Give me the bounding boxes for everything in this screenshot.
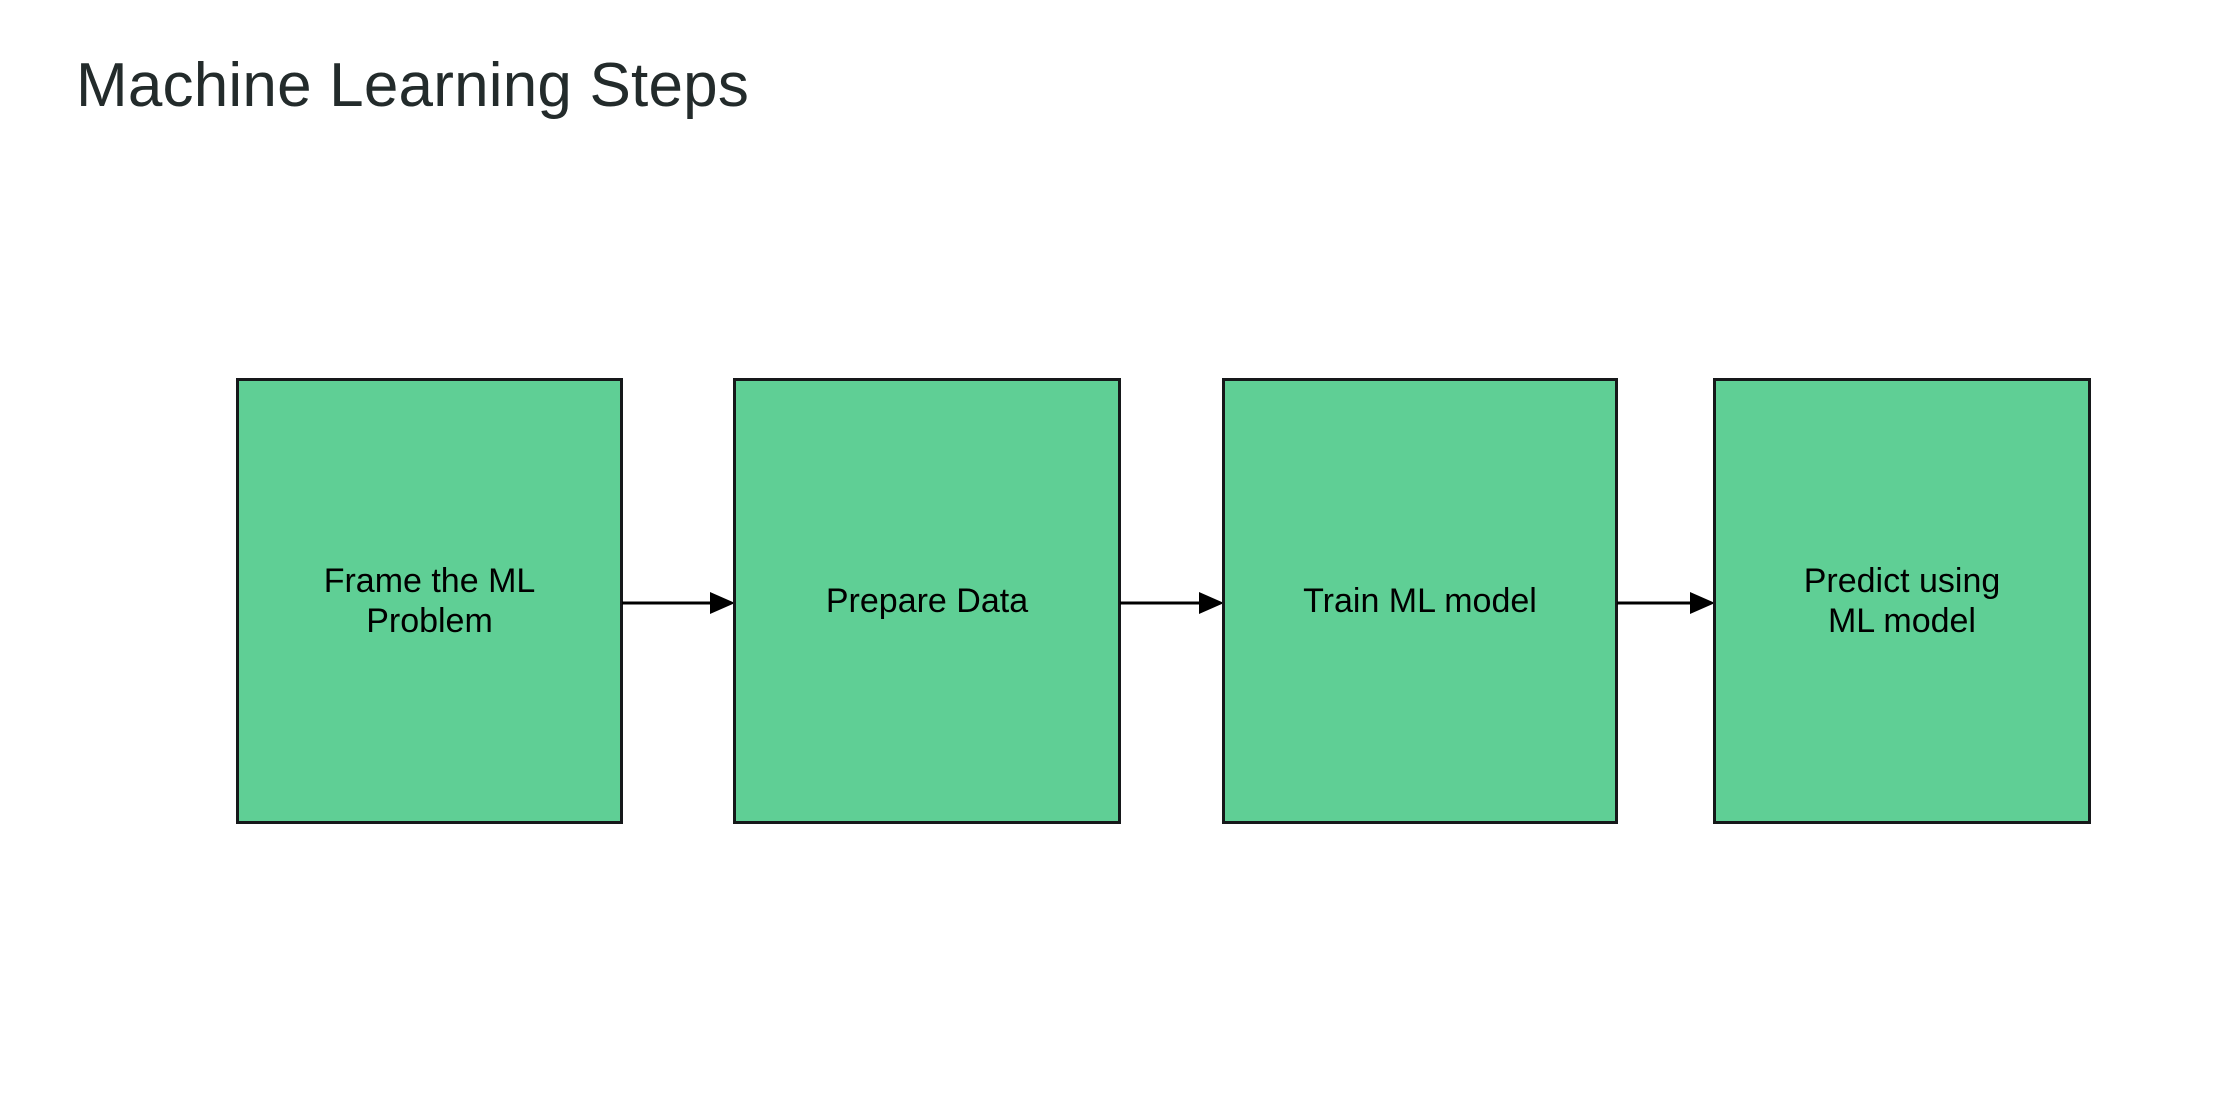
flow-node-label: Prepare Data: [825, 581, 1029, 620]
flow-node-step-1[interactable]: Frame the ML Problem: [236, 378, 623, 824]
arrow-right-icon: [1617, 592, 1715, 614]
flow-connector-1: [622, 586, 735, 620]
flow-connector-3: [1617, 586, 1715, 620]
flow-node-step-2[interactable]: Prepare Data: [733, 378, 1121, 824]
flow-connector-2: [1120, 586, 1224, 620]
flow-node-step-4[interactable]: Predict using ML model: [1713, 378, 2091, 824]
flow-node-step-3[interactable]: Train ML model: [1222, 378, 1618, 824]
flow-node-label: Predict using ML model: [1803, 561, 2001, 640]
arrow-right-icon: [1120, 592, 1224, 614]
arrow-right-icon: [622, 592, 735, 614]
page-title: Machine Learning Steps: [76, 51, 750, 120]
flow-node-label: Frame the ML Problem: [323, 561, 536, 640]
flow-node-label: Train ML model: [1303, 581, 1537, 620]
